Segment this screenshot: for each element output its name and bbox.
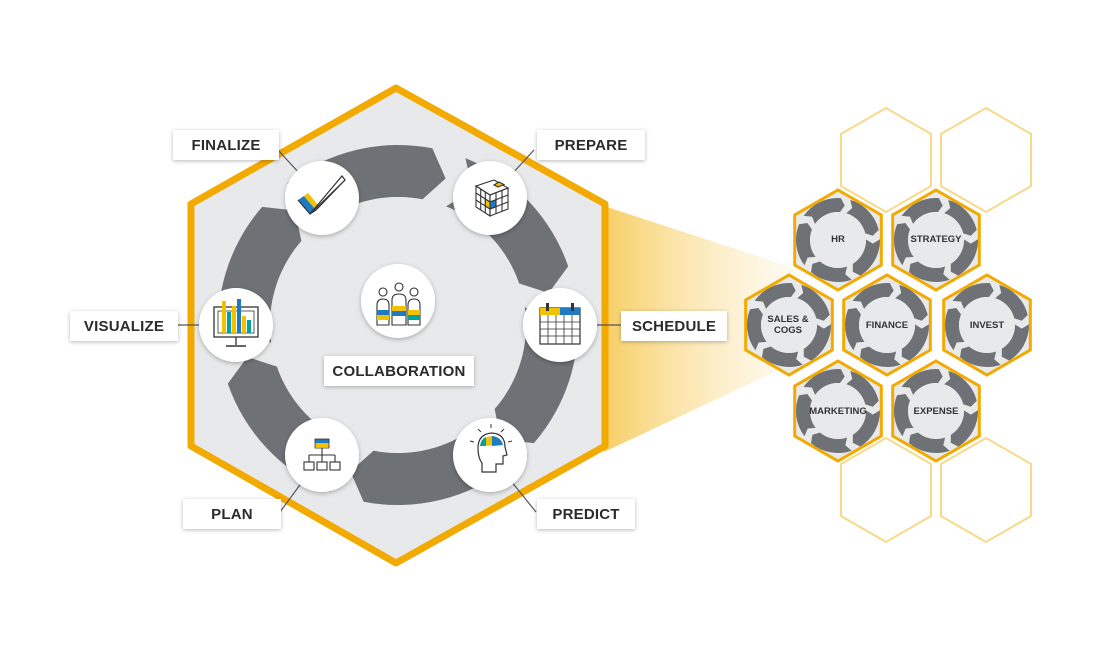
stage-label-finalize: FINALIZE [173,130,279,160]
cycle-arrow-segment [1001,324,1030,361]
cycle-arrow-segment [944,199,977,236]
cycle-arrow-segment [852,410,880,447]
cycle-arrow-segment [901,324,929,361]
collaboration-label: COLLABORATION [324,356,474,386]
cycle-arrow-segment [909,432,950,454]
monitor-chart-icon [213,299,259,347]
honeycomb-outline [939,436,1033,544]
cycle-arrow-segment [803,197,845,224]
calendar-icon [539,303,581,345]
cycle-arrow-segment [846,199,879,236]
honeycomb-cell-sales [744,273,834,377]
honeycomb-cell-invest [942,273,1032,377]
honeycomb-background [839,106,1033,544]
honeycomb-cells [744,188,1032,463]
cycle-arrow-segment [950,410,978,447]
cycle-arrow-segment [895,284,928,321]
honeycomb-cell-expense [891,359,981,463]
cycle-arrow-segment [754,283,796,309]
cycle-arrow-segment [852,239,880,276]
stage-predict[interactable] [453,418,527,492]
cycle-arrow-segment [796,394,816,437]
cycle-arrow-segment [852,283,894,309]
cycle-arrow-segment [845,308,865,351]
stage-prepare[interactable] [453,161,527,235]
cycle-arrow-segment [995,284,1028,321]
cycle-arrow-segment [796,223,816,266]
cycle-arrow-segment [950,239,978,276]
cycle-arrow-segment [960,346,1001,367]
honeycomb-outline [939,106,1033,214]
stage-label-visualize: VISUALIZE [70,311,178,341]
cycle-arrow-segment [811,261,852,283]
checkmark-icon [297,175,346,215]
cycle-arrow-segment [894,394,914,437]
honeycomb-outline [839,436,933,544]
cell-label-finance: FINANCE [865,320,909,331]
stage-label-predict: PREDICT [537,499,635,529]
cycle-arrow-segment [803,368,845,395]
stage-label-plan: PLAN [183,499,281,529]
cycle-arrow-segment [846,370,879,407]
cycle-arrow-segment [803,324,831,361]
stage-label-prepare: PREPARE [537,130,645,160]
cycle-arrow-segment [797,284,830,321]
cell-label-hr: HR [831,234,845,245]
cell-label-expense: EXPENSE [913,406,959,417]
stage-visualize[interactable] [199,288,273,362]
cell-label-sales: SALES & COGS [767,314,809,336]
cycle-arrow-segment [952,282,994,309]
cycle-arrow-segment [909,261,950,283]
cell-label-strategy: STRATEGY [910,234,962,245]
head-lightbulb-icon [469,424,513,473]
cycle-arrow-segment [945,308,965,351]
org-chart-icon [303,438,341,471]
cycle-arrow-segment [894,223,914,266]
honeycomb-cell-hr [793,188,883,292]
cycle-arrow-segment [747,308,767,351]
cell-label-invest: INVEST [969,320,1005,331]
cell-label-marketing: MARKETING [809,406,867,417]
honeycomb-cell-marketing [793,359,883,463]
collaboration-node [361,264,435,338]
stage-label-schedule: SCHEDULE [621,311,727,341]
cycle-arrow-segment [860,346,901,368]
cube-icon [474,179,510,218]
people-group-icon [376,282,421,326]
cycle-arrow-segment [901,369,943,395]
cycle-arrow-segment [944,370,977,407]
cycle-arrow-segment [762,346,803,368]
stage-schedule[interactable] [523,288,597,362]
honeycomb-cell-strategy [891,188,981,292]
honeycomb-outline [839,106,933,214]
cycle-arrow-segment [811,432,852,454]
honeycomb-cell-finance [842,273,932,377]
stage-finalize[interactable] [285,161,359,235]
cycle-arrow-segment [901,198,943,224]
stage-plan[interactable] [285,418,359,492]
